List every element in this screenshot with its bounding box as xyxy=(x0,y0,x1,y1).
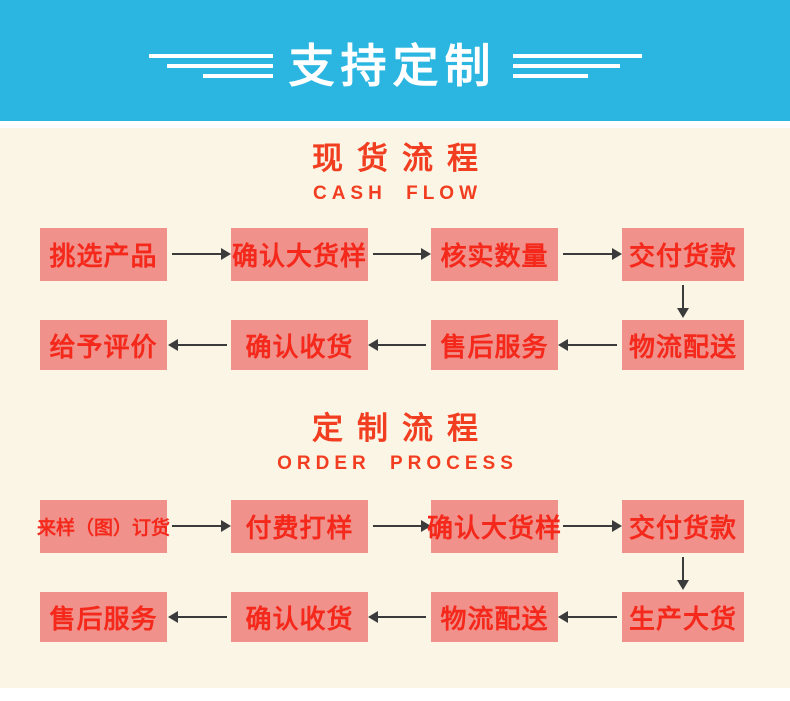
banner-title: 支持定制 xyxy=(288,39,497,92)
arrow-right-icon xyxy=(373,520,431,532)
flow-step: 挑选产品 xyxy=(40,228,167,281)
arrow-right-icon xyxy=(172,520,231,532)
flow-step: 物流配送 xyxy=(431,592,558,642)
flow-step: 确认大货样 xyxy=(231,228,368,281)
arrow-down-icon xyxy=(677,557,689,590)
flow-step: 物流配送 xyxy=(622,320,744,370)
arrow-right-icon xyxy=(172,248,231,260)
arrow-down-icon xyxy=(677,285,689,318)
arrow-right-icon xyxy=(563,248,622,260)
flow-step: 来样（图）订货 xyxy=(37,500,170,553)
flow-step: 确认大货样 xyxy=(427,500,561,553)
arrow-left-icon xyxy=(168,339,227,351)
flow-step: 生产大货 xyxy=(622,592,744,642)
arrow-left-icon xyxy=(368,611,426,623)
flow-step: 核实数量 xyxy=(431,228,558,281)
arrow-left-icon xyxy=(558,611,617,623)
section2-title: 定制流程 xyxy=(312,411,492,446)
flow-step: 给予评价 xyxy=(40,320,167,370)
process-panel: 现货流程 CASH FLOW 挑选产品 确认大货样 核实数量 交付货款 给予评价… xyxy=(0,128,790,688)
flow-step: 售后服务 xyxy=(431,320,558,370)
arrow-left-icon xyxy=(368,339,426,351)
arrow-left-icon xyxy=(168,611,227,623)
section1-title: 现货流程 xyxy=(312,141,492,176)
section1-subtitle: CASH FLOW xyxy=(312,183,483,204)
flow-step: 交付货款 xyxy=(622,500,744,553)
arrow-right-icon xyxy=(563,520,622,532)
flow-step: 交付货款 xyxy=(622,228,744,281)
arrow-left-icon xyxy=(558,339,617,351)
flow-step: 付费打样 xyxy=(231,500,368,553)
cash-flow-chart: 挑选产品 确认大货样 核实数量 交付货款 给予评价 确认收货 售后服务 物流配送 xyxy=(0,228,790,370)
order-process-chart: 来样（图）订货 付费打样 确认大货样 交付货款 售后服务 确认收货 物流配送 生… xyxy=(0,500,790,642)
banner-right-lines-icon xyxy=(512,53,642,78)
customization-banner: 支持定制 xyxy=(0,0,790,121)
arrow-right-icon xyxy=(373,248,431,260)
flow-step: 确认收货 xyxy=(231,592,368,642)
section2-subtitle: ORDER PROCESS xyxy=(277,453,518,474)
banner-left-lines-icon xyxy=(148,53,273,78)
flow-step: 售后服务 xyxy=(40,592,167,642)
flow-step: 确认收货 xyxy=(231,320,368,370)
